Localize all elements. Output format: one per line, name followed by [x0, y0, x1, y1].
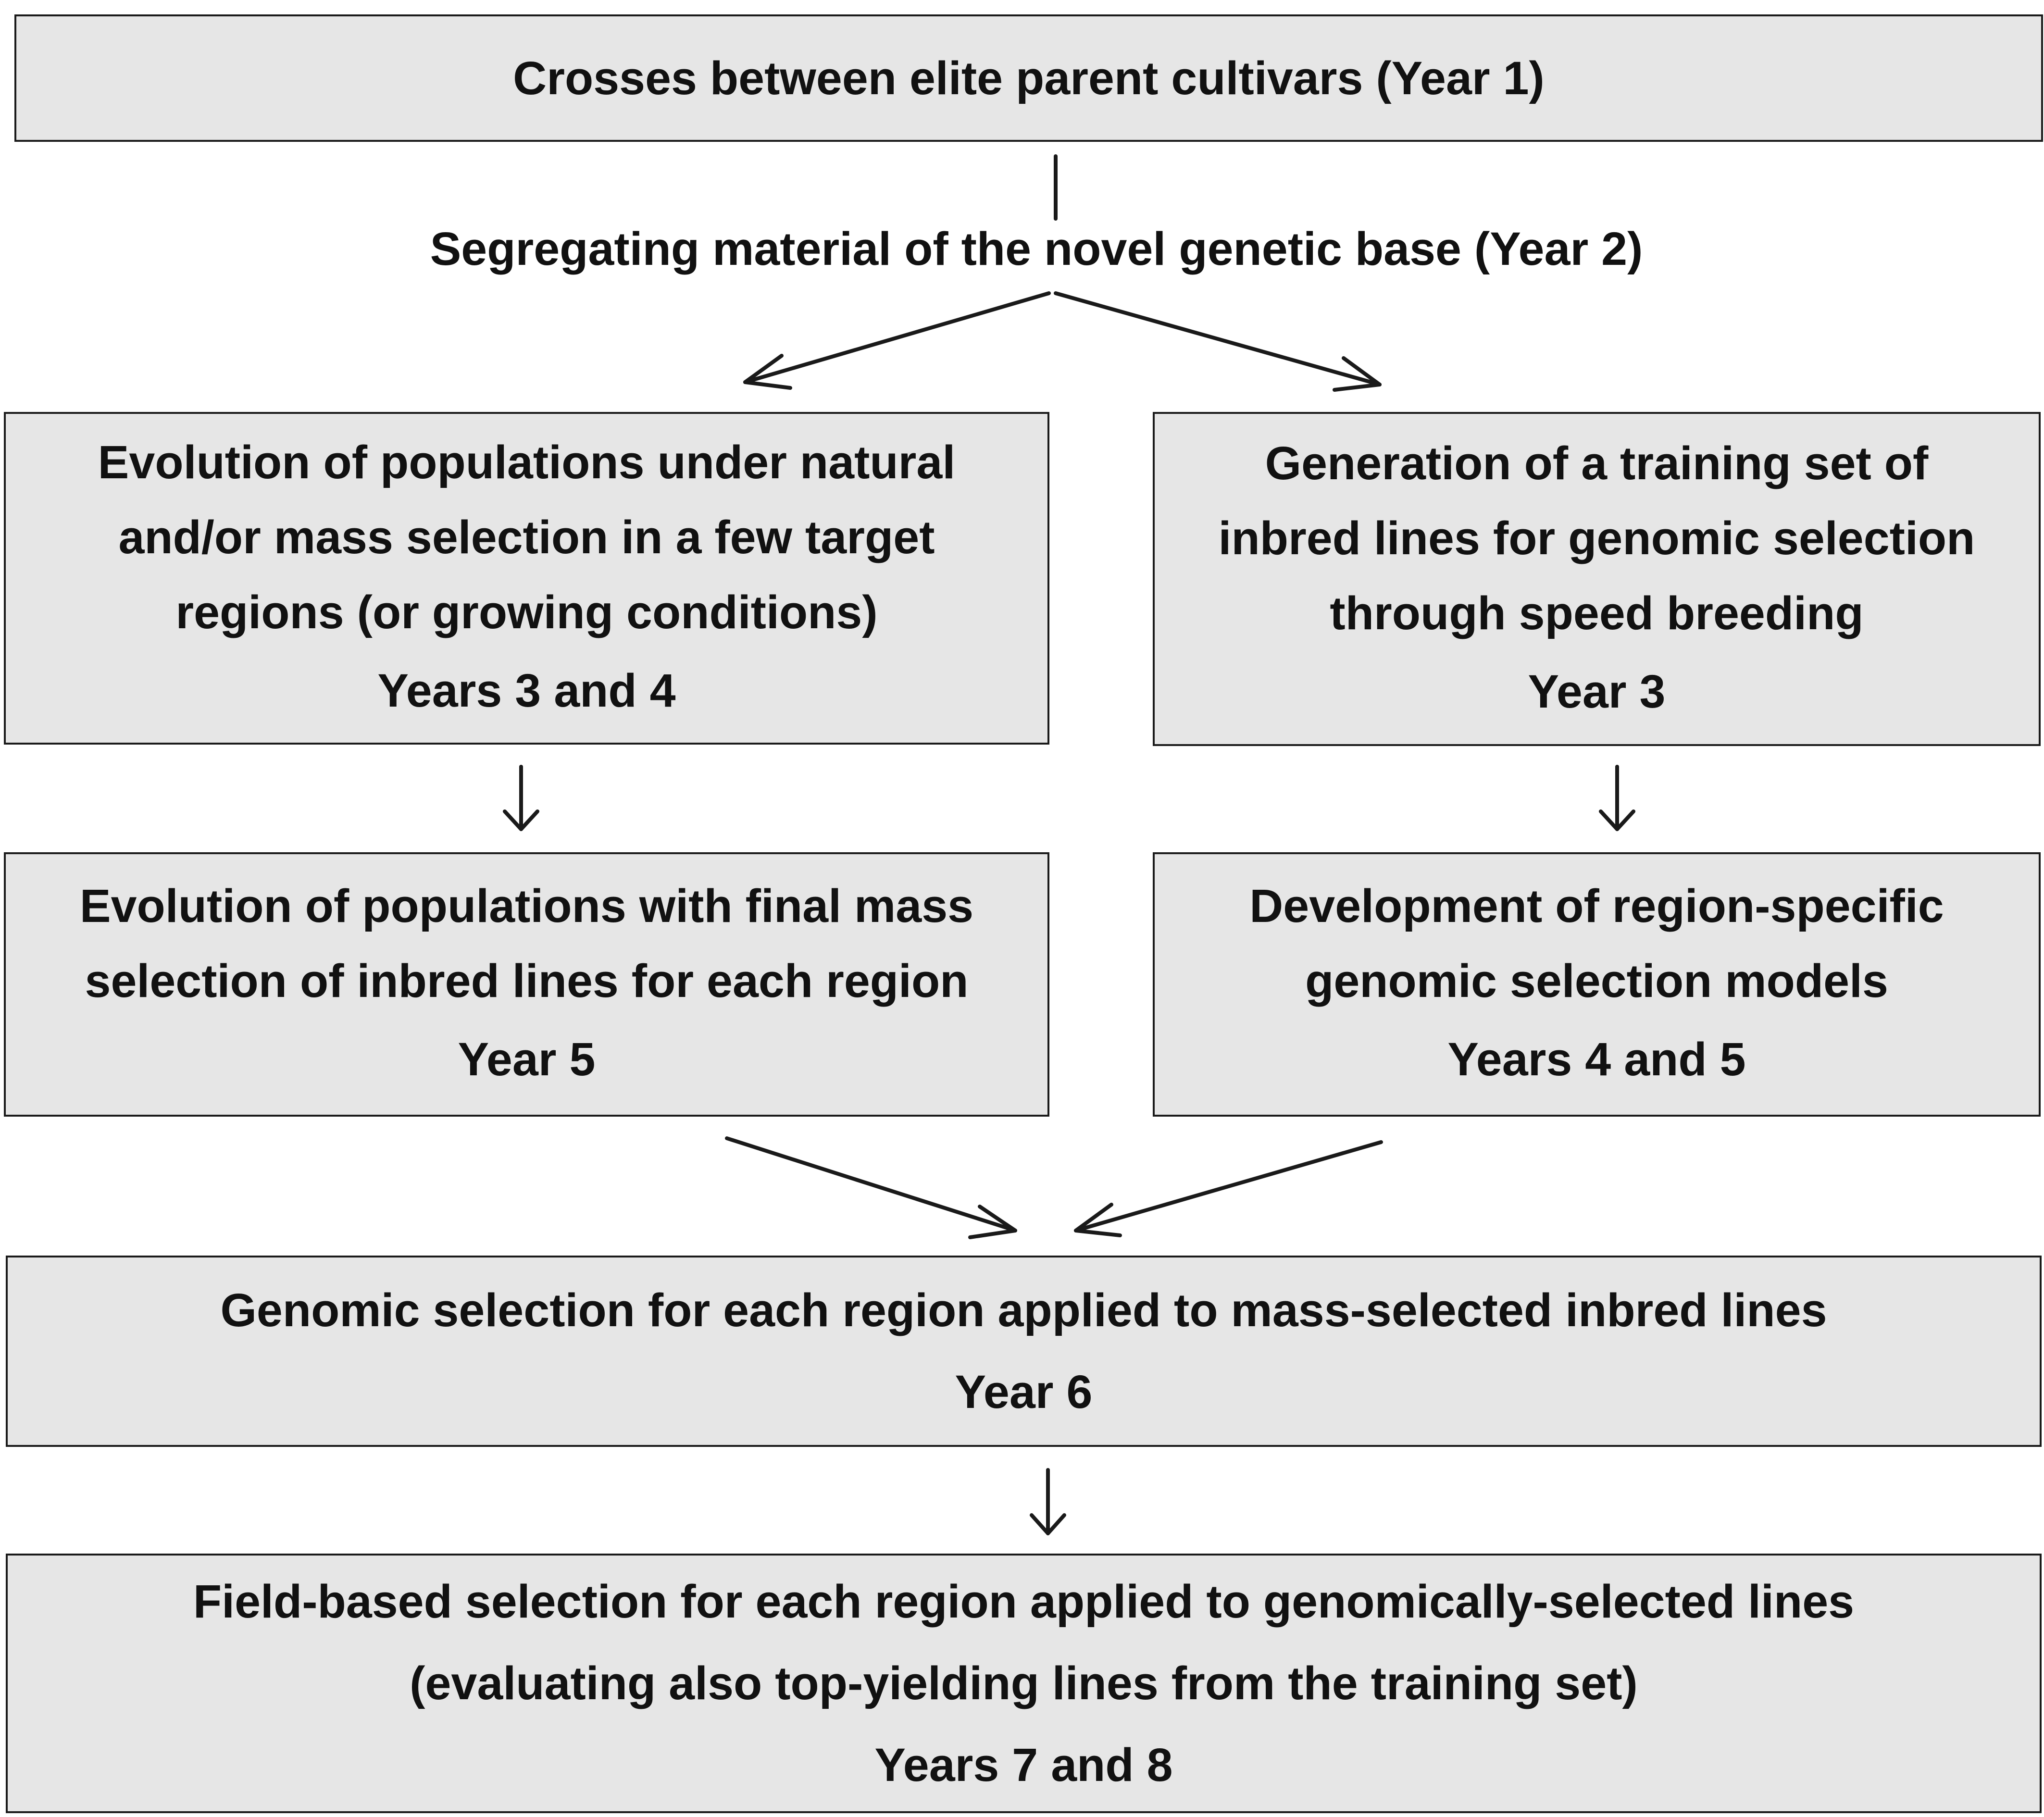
- node-field-selection-line-1: Field-based selection for each region ap…: [193, 1575, 1855, 1628]
- arrowhead-segregating-to-training: [1333, 356, 1382, 392]
- node-training-set-line-4: Year 3: [1528, 665, 1666, 718]
- arrow-segregating-to-evolution: [743, 291, 1051, 384]
- arrowhead-training-to-models: [1599, 809, 1635, 831]
- node-genomic-selection-line-1: Genomic selection for each region applie…: [220, 1284, 1827, 1336]
- node-training-set-line-2: inbred lines for genomic selection: [1218, 511, 1975, 564]
- node-evolution-natural-line-2: and/or mass selection in a few target: [118, 511, 935, 563]
- node-evolution-natural-line-4: Years 3 and 4: [377, 664, 676, 717]
- node-evolution-natural-line-1: Evolution of populations under natural: [98, 436, 956, 488]
- node-evolution-final-line-3: Year 5: [458, 1033, 596, 1085]
- node-genomic-selection-line-2: Year 6: [955, 1366, 1093, 1418]
- node-segregating-label: Segregating material of the novel geneti…: [430, 223, 1643, 275]
- node-genomic-selection: Genomic selection for each region applie…: [6, 1256, 2042, 1447]
- node-gs-models-line-1: Development of region-specific: [1249, 880, 1944, 932]
- node-training-set-line-3: through speed breeding: [1330, 586, 1864, 639]
- node-evolution-final-line-1: Evolution of populations with final mass: [79, 880, 974, 932]
- node-field-selection-line-2: (evaluating also top-yielding lines from…: [410, 1657, 1638, 1709]
- node-crosses: Crosses between elite parent cultivars (…: [14, 14, 2043, 142]
- node-gs-models-line-3: Years 4 and 5: [1447, 1033, 1746, 1085]
- node-evolution-natural: Evolution of populations under natural a…: [4, 412, 1049, 745]
- node-evolution-natural-line-3: regions (or growing conditions): [175, 586, 878, 638]
- arrow-final-to-genomic: [725, 1136, 1017, 1232]
- arrow-segregating-to-training: [1054, 291, 1382, 386]
- arrowhead-evolution-to-final: [503, 809, 539, 831]
- node-evolution-final-line-2: selection of inbred lines for each regio…: [85, 955, 969, 1007]
- node-crosses-line-1: Crosses between elite parent cultivars (…: [513, 51, 1545, 104]
- node-evolution-final: Evolution of populations with final mass…: [4, 852, 1049, 1117]
- node-gs-models-line-2: genomic selection models: [1305, 955, 1888, 1007]
- node-training-set: Generation of a training set of inbred l…: [1153, 412, 2041, 746]
- arrowhead-genomic-to-field: [1030, 1513, 1066, 1535]
- node-gs-models: Development of region-specific genomic s…: [1153, 852, 2041, 1117]
- arrow-models-to-genomic: [1074, 1140, 1383, 1232]
- arrowhead-models-to-genomic: [1074, 1203, 1122, 1237]
- node-training-set-line-1: Generation of a training set of: [1265, 436, 1929, 489]
- arrowhead-segregating-to-evolution: [743, 354, 792, 390]
- node-field-selection-line-3: Years 7 and 8: [874, 1739, 1173, 1791]
- node-field-selection: Field-based selection for each region ap…: [6, 1554, 2042, 1813]
- arrowhead-final-to-genomic: [968, 1205, 1017, 1239]
